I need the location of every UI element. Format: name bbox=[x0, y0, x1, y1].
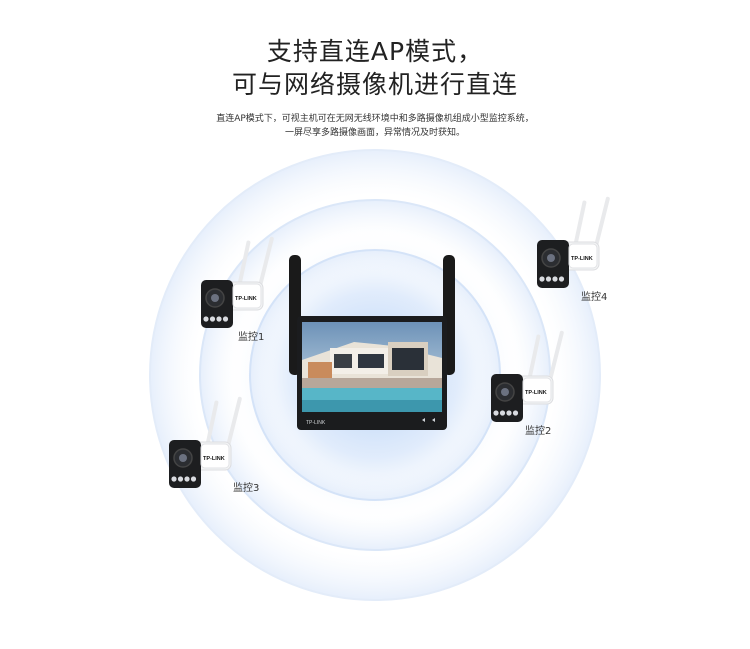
camera-4: TP-LINK bbox=[531, 194, 621, 298]
nvr-monitor: TP-LINK bbox=[289, 255, 455, 430]
headline-line-1: 支持直连AP模式， bbox=[266, 37, 484, 66]
camera-3: TP-LINK bbox=[163, 394, 253, 498]
monitor-brand-logo: TP-LINK bbox=[306, 420, 326, 426]
camera-brand-logo: TP-LINK bbox=[525, 390, 547, 396]
headline-line-2: 可与网络摄像机进行直连 bbox=[231, 70, 518, 99]
camera-brand-logo: TP-LINK bbox=[571, 256, 593, 262]
camera-2: TP-LINK bbox=[485, 328, 575, 432]
monitor-screen-house-image bbox=[302, 322, 442, 412]
camera-brand-logo: TP-LINK bbox=[203, 456, 225, 462]
camera-1: TP-LINK bbox=[195, 234, 285, 338]
bullet-camera-icon: TP-LINK bbox=[201, 236, 274, 328]
monitor-button-left-icon bbox=[422, 418, 425, 422]
monitor-button-right-icon bbox=[432, 418, 435, 422]
camera-3-label: 监控3 bbox=[233, 483, 260, 494]
description-line-2: 一屏尽享多路摄像画面，异常情况及时获知。 bbox=[284, 128, 465, 138]
camera-brand-logo: TP-LINK bbox=[235, 296, 257, 302]
camera-1-label: 监控1 bbox=[238, 332, 265, 343]
camera-4-label: 监控4 bbox=[581, 292, 608, 303]
bullet-camera-icon: TP-LINK bbox=[491, 330, 564, 422]
bullet-camera-icon: TP-LINK bbox=[537, 196, 610, 288]
camera-2-label: 监控2 bbox=[525, 426, 552, 437]
description-line-1: 直连AP模式下，可视主机可在无网无线环境中和多路摄像机组成小型监控系统， bbox=[216, 114, 534, 124]
bullet-camera-icon: TP-LINK bbox=[169, 396, 242, 488]
